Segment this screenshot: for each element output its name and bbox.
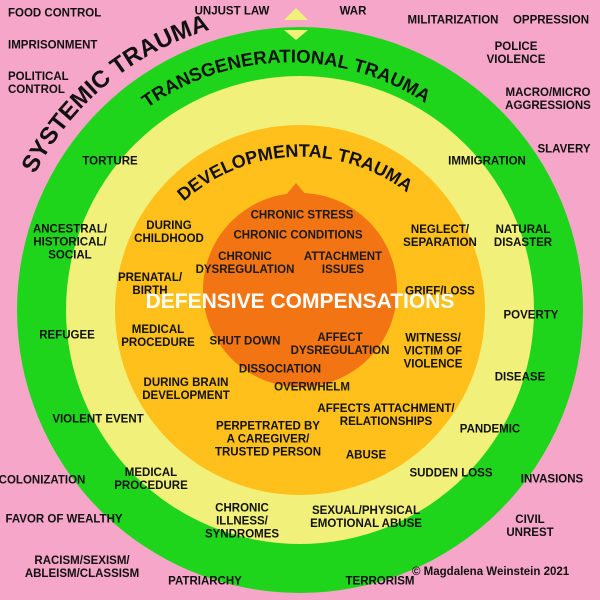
developmental-item: DURING CHILDHOOD [134, 220, 204, 245]
systemic-item: MACRO/MICRO AGGRESSIONS [505, 87, 591, 112]
transgenerational-item: DISEASE [494, 371, 546, 384]
developmental-item: PERPETRATED BY A CAREGIVER/ TRUSTED PERS… [214, 420, 322, 459]
arrow-marker-top-lower [284, 30, 308, 40]
developmental-item: AFFECTS ATTACHMENT/ RELATIONSHIPS [317, 403, 455, 428]
systemic-item: MILITARIZATION [407, 14, 499, 27]
core-item: DISSOCIATION [238, 363, 322, 376]
systemic-item: POLICE VIOLENCE [486, 41, 546, 66]
core-item: ATTACHMENT ISSUES [303, 251, 383, 276]
transgenerational-item: SEXUAL/PHYSICAL EMOTIONAL ABUSE [310, 505, 422, 530]
arrow-marker-trans-lower [284, 112, 308, 122]
developmental-item: WITNESS/ VICTIM OF VIOLENCE [403, 332, 463, 371]
developmental-item: PRENATAL/ BIRTH [117, 272, 183, 297]
developmental-item: GRIEF/LOSS [405, 285, 475, 298]
transgenerational-item: REFUGEE [39, 329, 95, 342]
core-item: CHRONIC CONDITIONS [233, 229, 363, 242]
arrow-marker-trans [284, 97, 308, 109]
systemic-item: UNJUST LAW [194, 5, 270, 18]
core-item: CHRONIC STRESS [250, 209, 354, 222]
systemic-item: OPPRESSION [512, 14, 590, 27]
transgenerational-item: PANDEMIC [459, 423, 521, 436]
developmental-item: ABUSE [345, 449, 387, 462]
core-item: AFFECT DYSREGULATION [290, 332, 390, 357]
developmental-item: MEDICAL PROCEDURE [121, 324, 195, 349]
transgenerational-item: VIOLENT EVENT [52, 413, 144, 426]
core-item: OVERWHELM [274, 381, 350, 394]
developmental-item: NEGLECT/ SEPARATION [403, 224, 477, 249]
systemic-item: INVASIONS [520, 473, 584, 486]
transgenerational-item: ANCESTRAL/ HISTORICAL/ SOCIAL [32, 223, 108, 262]
transgenerational-item: POVERTY [503, 309, 559, 322]
systemic-item: IMPRISONMENT [8, 39, 98, 52]
systemic-item: RACISM/SEXISM/ ABLEISM/CLASSISM [24, 555, 140, 580]
arrow-marker-top [284, 8, 308, 20]
developmental-item: DURING BRAIN DEVELOPMENT [142, 377, 230, 402]
center-title: DEFENSIVE COMPENSATIONS [145, 290, 455, 313]
systemic-item: WAR [339, 5, 367, 18]
systemic-item: FOOD CONTROL [8, 7, 102, 20]
core-circle [203, 193, 397, 387]
transgenerational-item: TORTURE [82, 155, 138, 168]
transgenerational-item: IMMIGRATION [448, 155, 526, 168]
systemic-item: SLAVERY [537, 143, 591, 156]
arrow-marker-dev [286, 183, 306, 195]
transgenerational-item: MEDICAL PROCEDURE [114, 467, 188, 492]
systemic-item: CIVIL UNREST [506, 514, 554, 539]
transgenerational-item: SUDDEN LOSS [409, 467, 493, 480]
systemic-item: POLITICAL CONTROL [8, 71, 69, 96]
copyright-credit: © Magdalena Weinstein 2021 [412, 566, 570, 578]
transgenerational-item: NATURAL DISASTER [493, 224, 553, 249]
systemic-item: TERRORISM [345, 575, 415, 588]
core-item: SHUT DOWN [209, 335, 281, 348]
transgenerational-item: CHRONIC ILLNESS/ SYNDROMES [204, 502, 280, 541]
systemic-item: COLONIZATION [0, 474, 86, 487]
core-item: CHRONIC DYSREGULATION [195, 251, 295, 276]
systemic-item: FAVOR OF WEALTHY [5, 513, 123, 526]
systemic-item: PATRIARCHY [168, 575, 242, 588]
